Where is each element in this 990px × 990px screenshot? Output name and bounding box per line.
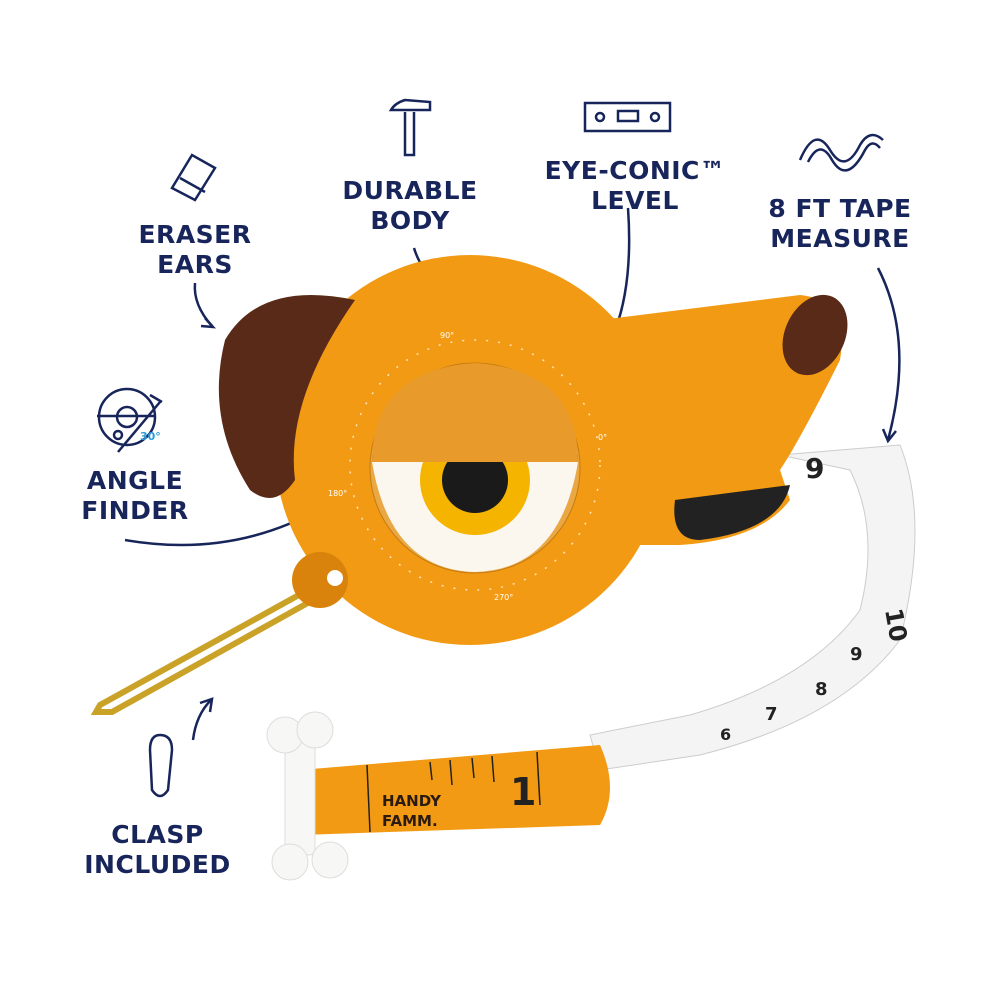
dial-mark: 270°: [494, 593, 513, 602]
clasp-hole: [292, 552, 348, 608]
label-line: EYE-CONIC™: [544, 156, 726, 185]
eyelid-upper: [372, 363, 578, 462]
tape-ticks: [366, 751, 541, 833]
svg-text:FAMM.: FAMM.: [382, 812, 438, 830]
eraser-icon: [170, 153, 217, 202]
label-line: LEVEL: [591, 186, 679, 215]
arrow: [193, 282, 213, 327]
bone-tab: [266, 711, 349, 881]
arrow: [876, 267, 901, 441]
mouth-opening: [674, 485, 790, 540]
label-line: ANGLE: [86, 466, 184, 495]
dial-mark: 90°: [440, 331, 454, 340]
feature-label-eraser-ears: ERASER EARS: [130, 220, 260, 280]
tape-number: 9: [805, 452, 824, 485]
tape-number: 8: [815, 679, 828, 700]
tape-orange: [300, 745, 610, 835]
tape-numbers: 9 10 9 8 7 6 1: [510, 452, 912, 814]
label-line: INCLUDED: [84, 850, 231, 879]
angle-finder-icon: [97, 387, 163, 453]
label-line: ERASER: [138, 220, 252, 249]
tape-number: 1: [510, 770, 536, 814]
tape-number: 6: [720, 725, 731, 744]
tape-number: 9: [850, 644, 863, 665]
brand-logo: HANDY FAMM.: [382, 792, 442, 830]
feature-label-durable-body: DURABLE BODY: [335, 176, 485, 236]
feature-label-eye-conic-level: EYE-CONIC™ LEVEL: [535, 156, 735, 216]
level-icon: [583, 101, 672, 133]
label-line: CLASP: [111, 820, 204, 849]
eraser-ear: [218, 295, 355, 498]
tape-number: 7: [765, 704, 778, 725]
label-line: BODY: [370, 206, 450, 235]
svg-text:HANDY: HANDY: [382, 792, 442, 810]
arrow: [191, 699, 212, 741]
angle-value: 30°: [140, 430, 161, 443]
feature-label-clasp-included: CLASP INCLUDED: [75, 820, 240, 880]
dial-mark: 180°: [328, 489, 347, 498]
hammer-icon: [388, 98, 432, 157]
label-line: 8 FT TAPE: [768, 194, 912, 223]
tape-white: [589, 444, 916, 771]
tape-measure-icon: [798, 133, 884, 172]
clasp-ring: [327, 570, 343, 586]
label-line: DURABLE: [342, 176, 478, 205]
dog-nose: [782, 294, 848, 376]
label-line: FINDER: [81, 496, 189, 525]
feature-label-tape-measure: 8 FT TAPE MEASURE: [760, 194, 920, 254]
clasp: [90, 572, 342, 715]
dial-mark: 0°: [598, 433, 607, 442]
carabiner-icon: [148, 733, 174, 798]
label-line: EARS: [157, 250, 233, 279]
label-line: MEASURE: [770, 224, 910, 253]
tape-number: 10: [879, 606, 912, 644]
eye-pupil: [442, 447, 508, 513]
angle-dial: [349, 339, 601, 591]
feature-label-angle-finder: ANGLE FINDER: [70, 466, 200, 526]
